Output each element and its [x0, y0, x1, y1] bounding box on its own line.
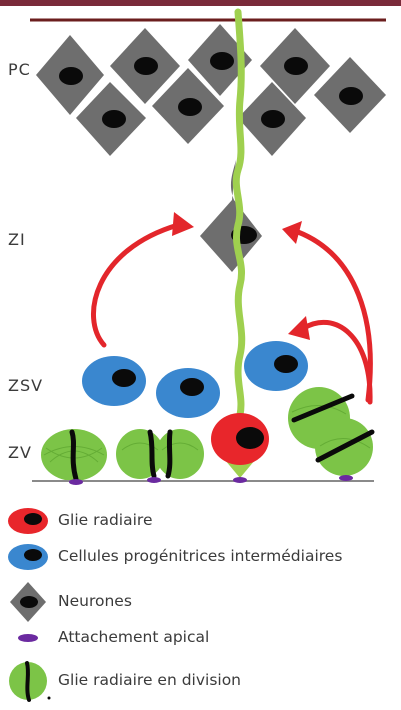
intermediate-progenitor-cell — [82, 356, 146, 406]
arrow-right-lower — [288, 316, 373, 405]
legend-label-progenitors: Cellules progénitrices intermédiaires — [58, 547, 343, 565]
apical-attachment — [69, 479, 83, 485]
radial-glia-cell — [211, 413, 269, 478]
neuron-cell — [76, 82, 146, 156]
legend-swatch-apical — [18, 634, 38, 642]
dividing-radial-glia-cell — [41, 429, 107, 482]
dividing-radial-glia-cell — [116, 429, 204, 479]
zone-label-zi: ZI — [8, 230, 26, 249]
zone-label-pc: PC — [8, 60, 31, 79]
neuron-cell — [314, 57, 386, 133]
legend-swatch-neuron — [10, 582, 46, 622]
legend-label-radial-glia: Glie radiaire — [58, 511, 153, 529]
zone-label-zv: ZV — [8, 443, 32, 462]
zone-label-zsv: ZSV — [8, 376, 44, 395]
frame-top-bar — [0, 0, 401, 6]
apical-attachment — [339, 475, 353, 481]
legend-label-dividing: Glie radiaire en division — [58, 671, 242, 689]
arrow-left — [90, 212, 194, 348]
dividing-radial-glia-cell — [288, 387, 375, 476]
radial-glia-fiber — [232, 8, 246, 419]
neuron-cell — [152, 68, 224, 144]
legend-label-neurons: Neurones — [58, 592, 132, 610]
apical-attachment — [147, 477, 161, 483]
neuron-cell — [110, 28, 180, 104]
legend-swatch-dividing — [9, 661, 51, 702]
intermediate-progenitor-cell — [156, 368, 220, 418]
legend-swatch-radial-glia — [8, 508, 48, 534]
apical-attachment — [233, 477, 247, 483]
intermediate-progenitor-cell — [244, 341, 308, 391]
legend-label-apical: Attachement apical — [58, 628, 210, 646]
neuron-cell — [36, 35, 104, 115]
neuron-cell — [188, 24, 252, 96]
migrating-neuron — [200, 160, 262, 272]
legend-swatch-progenitor — [8, 544, 48, 570]
neuron-cell — [238, 82, 306, 156]
neuron-cell — [260, 28, 330, 104]
